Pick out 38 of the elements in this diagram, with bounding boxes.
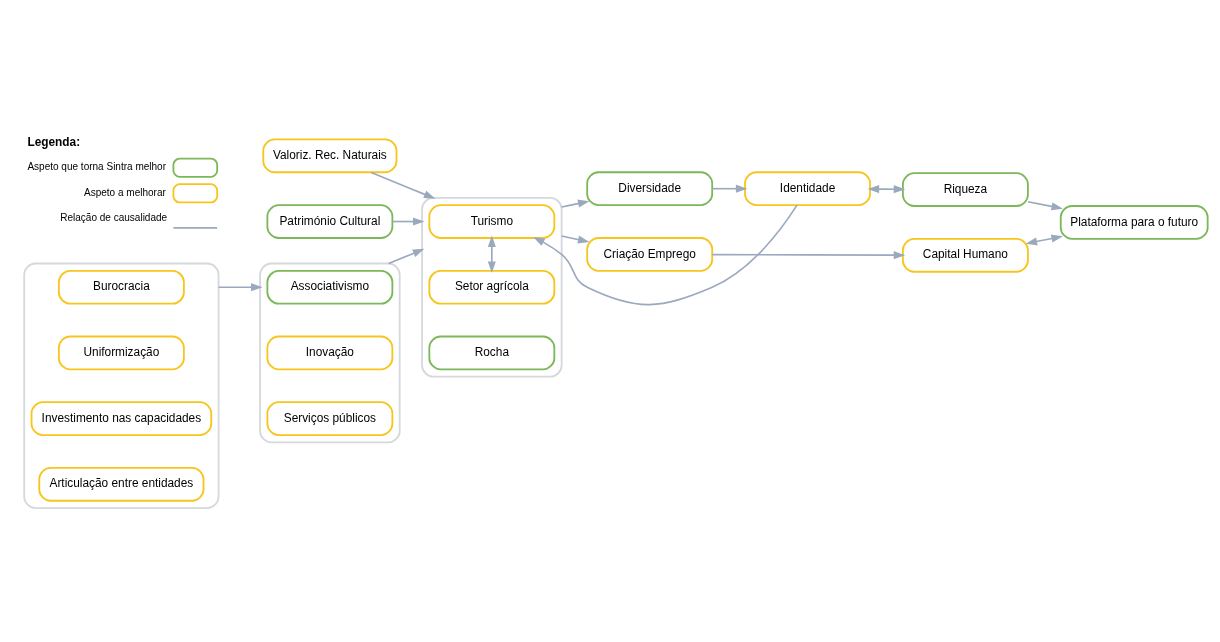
arrow: [1025, 234, 1063, 246]
node-box: Identidade: [744, 171, 871, 207]
node-box: Serviços públicos: [266, 401, 394, 436]
legend-label: Aspeto que torna Sintra melhor: [27, 161, 167, 173]
node-box: Turismo: [428, 204, 556, 239]
node-box: Burocracia: [57, 269, 185, 305]
arrow: [391, 217, 425, 226]
cluster: [421, 196, 563, 378]
node-box: Capital Humano: [902, 237, 1029, 273]
arrow: [533, 204, 798, 306]
node-box: Associativismo: [266, 269, 394, 305]
node-box: Investimento nas capacidades: [30, 401, 213, 436]
legend-label: Relação de causalidade: [60, 212, 168, 224]
node-box: Uniformização: [57, 335, 185, 371]
node-box: Criação Emprego: [586, 237, 714, 272]
arrow: [867, 185, 906, 194]
arrow: [387, 248, 425, 265]
node-box: Riqueza: [902, 172, 1029, 207]
node-box: Inovação: [266, 335, 394, 371]
node-box: Setor agrícola: [428, 269, 556, 305]
arrow: [560, 199, 590, 208]
arrow: [711, 251, 906, 260]
arrow: [487, 235, 496, 274]
label: Legenda:: [27, 135, 81, 150]
arrow: [1027, 200, 1063, 211]
legend-label: Aspeto a melhorar: [83, 186, 166, 198]
node-box: Património Cultural: [266, 204, 394, 239]
node-box: Rocha: [428, 335, 556, 371]
node-box: Diversidade: [586, 171, 714, 207]
arrow: [711, 184, 748, 193]
arrow: [370, 171, 436, 199]
arrow: [217, 283, 263, 292]
node-box: Plataforma para o futuro: [1059, 205, 1209, 240]
cluster: [23, 262, 220, 509]
node-box: Articulação entre entidades: [38, 467, 205, 502]
cluster: [259, 262, 401, 444]
node-box: Valoriz. Rec. Naturais: [262, 138, 398, 174]
arrow: [560, 235, 590, 244]
